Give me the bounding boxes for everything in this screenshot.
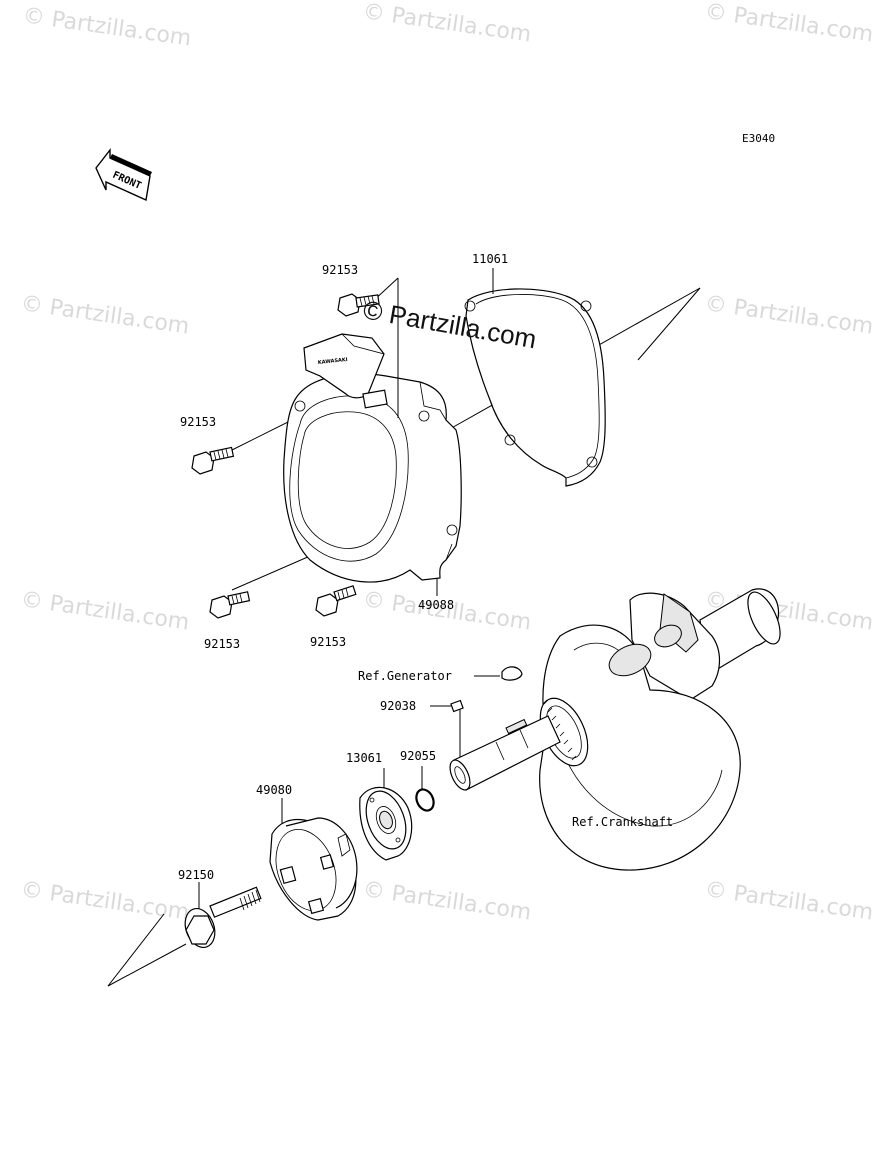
- crankshaft: [449, 588, 781, 871]
- label-ref-crankshaft: Ref.Crankshaft: [572, 815, 673, 829]
- flange-bolt-92150: [184, 886, 262, 948]
- watermark: © Partzilla.com: [21, 3, 193, 51]
- bolt-92153-bottom-middle: [315, 585, 357, 617]
- label-49080: 49080: [256, 783, 292, 797]
- label-92153-bottom-left: 92153: [204, 637, 240, 651]
- watermark: © Partzilla.com: [703, 291, 875, 339]
- label-ref-generator: Ref.Generator: [358, 669, 452, 683]
- woodruff-key: [501, 666, 523, 681]
- label-92150: 92150: [178, 868, 214, 882]
- bolt-92153-left: [191, 446, 235, 475]
- label-92038: 92038: [380, 699, 416, 713]
- label-49088: 49088: [418, 598, 454, 612]
- watermark: © Partzilla.com: [19, 587, 191, 635]
- watermark: © Partzilla.com: [703, 0, 875, 48]
- pulley-13061: [359, 786, 413, 861]
- label-13061: 13061: [346, 751, 382, 765]
- recoil-starter-cover-49088: KAWASAKI: [283, 333, 462, 583]
- label-11061: 11061: [472, 252, 508, 266]
- key-92038: [450, 699, 464, 713]
- gasket-11061: [464, 288, 606, 487]
- bolt-92153-bottom-left: [209, 591, 251, 619]
- bolt-92153-top: [337, 293, 380, 317]
- diagram-code: E3040: [742, 132, 775, 145]
- front-arrow-icon: FRONT: [95, 147, 152, 202]
- watermark: © Partzilla.com: [361, 0, 533, 48]
- starter-cup-49080: [269, 817, 358, 921]
- watermark: © Partzilla.com: [703, 877, 875, 925]
- label-92153-bottom-middle: 92153: [310, 635, 346, 649]
- oring-92055: [415, 788, 435, 812]
- part-labels: 92153 11061 92153 92153 92153 49088 Ref.…: [178, 252, 673, 882]
- label-92055: 92055: [400, 749, 436, 763]
- brand-mark: KAWASAKI: [318, 357, 348, 366]
- watermark: © Partzilla.com: [19, 877, 191, 925]
- watermark: © Partzilla.com: [19, 291, 191, 339]
- watermark: © Partzilla.com: [361, 877, 533, 925]
- label-92153-top: 92153: [322, 263, 358, 277]
- label-92153-left: 92153: [180, 415, 216, 429]
